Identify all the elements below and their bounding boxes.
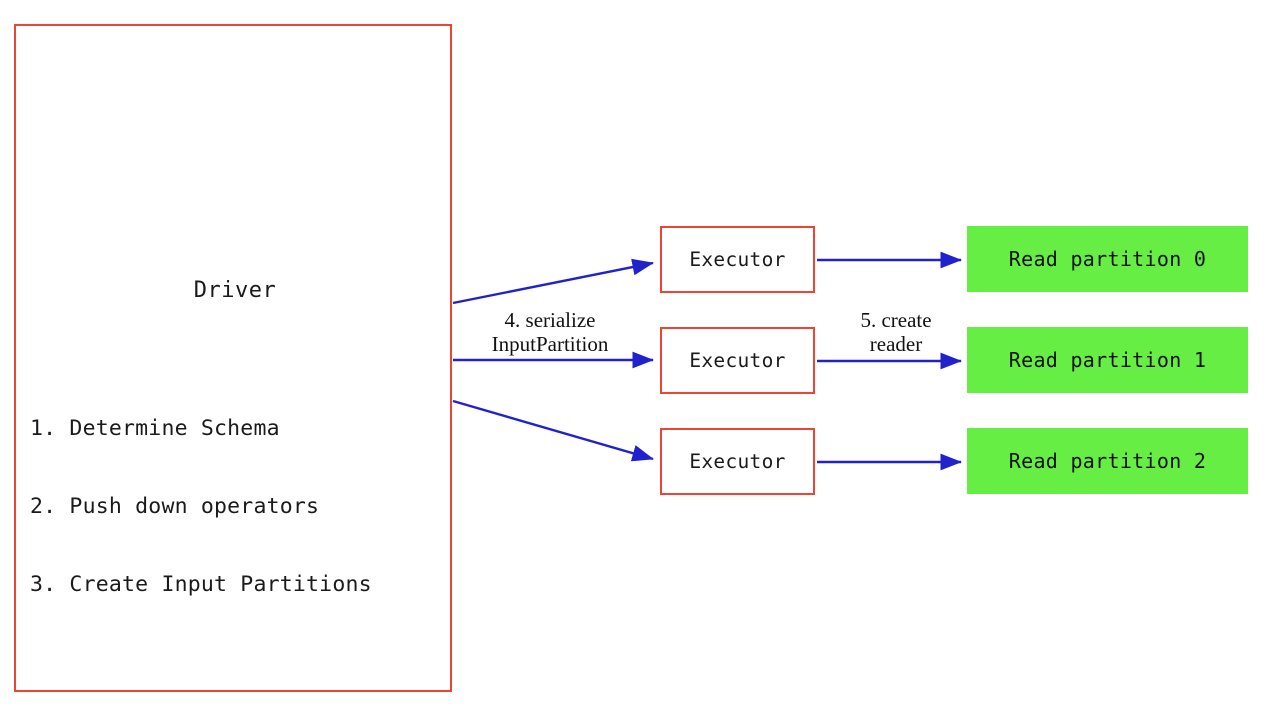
driver-step-1: 1. Determine Schema bbox=[30, 416, 280, 441]
executor-label-2: Executor bbox=[689, 450, 786, 473]
driver-step-3: 3. Create Input Partitions bbox=[30, 572, 372, 597]
driver-title: Driver bbox=[193, 278, 277, 303]
partition-label-2: Read partition 2 bbox=[1008, 449, 1207, 473]
edge-label-serialize-line-1: 4. serialize bbox=[504, 308, 596, 332]
executor-label-0: Executor bbox=[689, 248, 786, 271]
edge-label-create-reader-line-1: 5. create bbox=[860, 308, 932, 332]
edge-label-serialize-line-2: InputPartition bbox=[491, 332, 609, 356]
arrow-driver-to-executor-2 bbox=[452, 399, 654, 462]
driver-step-2: 2. Push down operators bbox=[30, 494, 320, 519]
partition-box-0: Read partition 0 bbox=[967, 226, 1248, 292]
executor-box-1: Executor bbox=[660, 327, 815, 394]
executor-box-0: Executor bbox=[660, 226, 815, 293]
executor-label-1: Executor bbox=[689, 349, 786, 372]
edge-label-create-reader-line-2: reader bbox=[869, 332, 923, 356]
edge-label-create-reader: 5. create reader bbox=[828, 308, 964, 356]
partition-label-1: Read partition 1 bbox=[1008, 348, 1207, 372]
arrow-driver-to-executor-0 bbox=[452, 258, 654, 305]
partition-box-2: Read partition 2 bbox=[967, 428, 1248, 494]
executor-box-2: Executor bbox=[660, 428, 815, 495]
partition-box-1: Read partition 1 bbox=[967, 327, 1248, 393]
partition-label-0: Read partition 0 bbox=[1008, 247, 1207, 271]
driver-box: Driver 1. Determine Schema 2. Push down … bbox=[14, 24, 452, 692]
edge-label-serialize-inputpartition: 4. serialize InputPartition bbox=[462, 308, 638, 356]
driver-steps-list: 1. Determine Schema 2. Push down operato… bbox=[30, 364, 372, 650]
